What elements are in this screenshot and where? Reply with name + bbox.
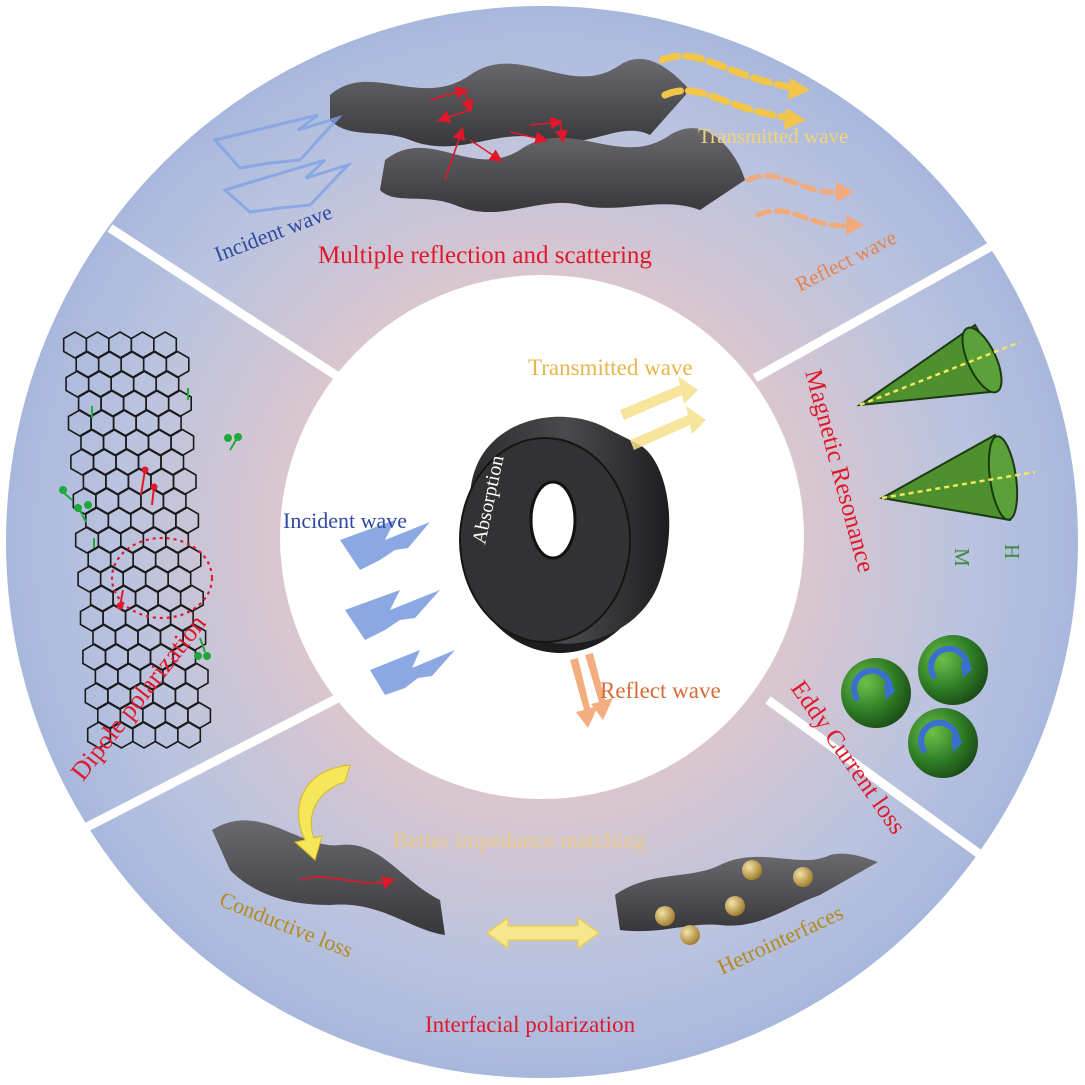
section-dividers (82, 224, 1018, 884)
center-reflect-arrows (570, 653, 613, 728)
top-transmitted-label: Transmitted wave (698, 124, 848, 148)
top-transmitted-arrows (658, 52, 799, 122)
impedance-label: Better impedance matching (393, 828, 646, 853)
ring-hole (529, 480, 577, 560)
center-incident-label: Incident wave (283, 508, 407, 533)
impedance-curved-arrow (293, 764, 351, 861)
absorber-ring: Absorption (459, 416, 670, 653)
top-transmitted-heads (784, 78, 810, 130)
dipole-markers (59, 388, 242, 660)
double-arrow (485, 916, 601, 950)
top-section-title: Multiple reflection and scattering (318, 242, 652, 269)
center-reflect-label: Reflect wave (600, 678, 721, 703)
top-sheets (330, 58, 745, 213)
magnetic-cones (856, 323, 1036, 522)
top-incident-arrows (212, 113, 354, 214)
magnetic-label-h: H (1000, 544, 1024, 559)
center-transmitted-label: Transmitted wave (528, 355, 693, 380)
bottom-sheets (212, 820, 878, 945)
graphene-lattice (62, 331, 212, 749)
graphene-hex (177, 721, 202, 749)
top-reflect-arrows (745, 173, 853, 229)
eddy-spheres (841, 635, 988, 778)
top-reflect-heads (836, 182, 864, 235)
magnetic-label-m: M (950, 548, 974, 567)
bottom-section-title: Interfacial polarization (425, 1012, 636, 1037)
center-incident-arrows (340, 520, 455, 695)
center-transmitted-arrows (620, 376, 706, 450)
